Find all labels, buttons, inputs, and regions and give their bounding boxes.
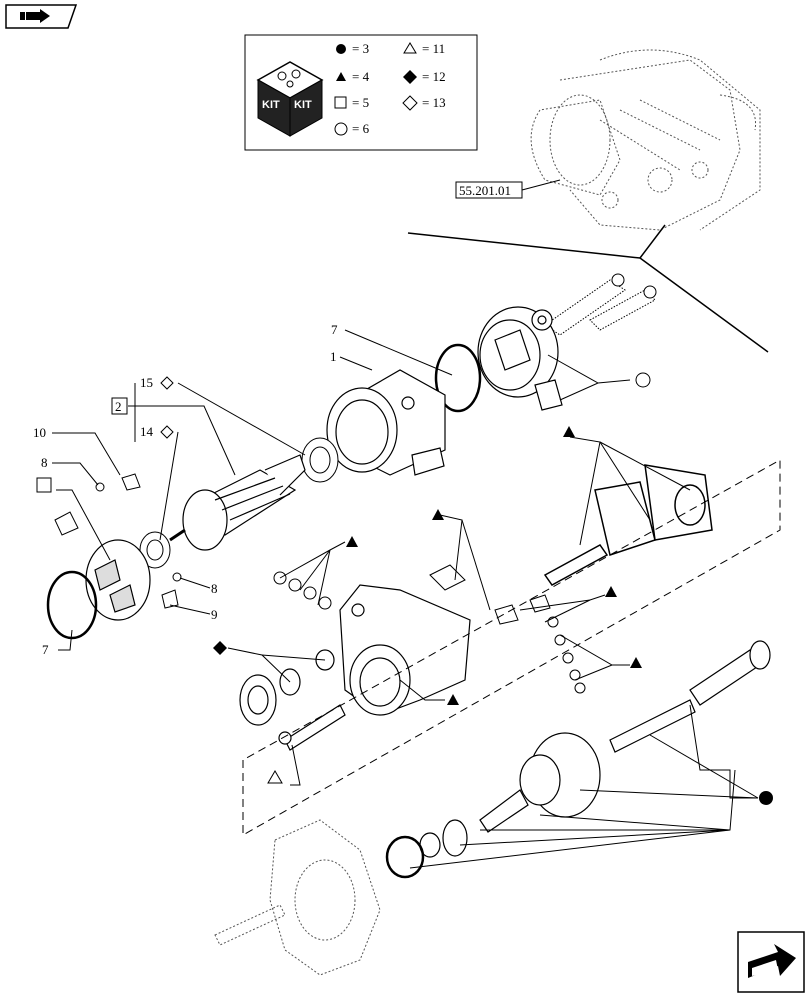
leader-lines bbox=[52, 329, 759, 869]
pinion-assembly-left bbox=[239, 649, 346, 751]
callout-symbols bbox=[36, 372, 773, 805]
triangle-callout-icon bbox=[346, 536, 358, 547]
legend-text-11: = 11 bbox=[422, 41, 445, 56]
contact-cover bbox=[543, 464, 713, 586]
legend-diamond-filled-icon bbox=[403, 70, 417, 84]
callout-15: 15 bbox=[140, 375, 153, 390]
back-arrow-icon[interactable] bbox=[5, 4, 78, 29]
callout-10: 10 bbox=[33, 425, 46, 440]
reference-label: 55.201.01 bbox=[459, 183, 511, 198]
legend-triangle-filled-icon bbox=[336, 72, 346, 81]
forward-arrow-icon[interactable] bbox=[737, 931, 805, 993]
triangle-callout-icon bbox=[447, 694, 459, 705]
through-bolts bbox=[544, 273, 657, 336]
drive-housing bbox=[339, 584, 471, 716]
front-housing-context bbox=[214, 819, 381, 976]
o-ring-upper bbox=[434, 343, 482, 413]
callout-14: 14 bbox=[140, 424, 154, 439]
legend-text-6: = 6 bbox=[352, 121, 370, 136]
callout-7-upper: 7 bbox=[331, 322, 338, 337]
legend-circle-icon bbox=[334, 122, 348, 136]
legend-triangle-open-icon bbox=[403, 42, 417, 54]
callout-8-right: 8 bbox=[211, 581, 218, 596]
square-callout-icon bbox=[36, 477, 52, 493]
drive-shaft-assembly bbox=[385, 640, 771, 879]
triangle-callout-icon bbox=[432, 509, 444, 520]
small-parts-left bbox=[54, 473, 182, 609]
legend-text-12: = 12 bbox=[422, 69, 446, 84]
triangle-callout-icon bbox=[630, 657, 642, 668]
brush-holder bbox=[85, 539, 151, 621]
legend-text-13: = 13 bbox=[422, 95, 446, 110]
diamond-open-callout-icon bbox=[160, 425, 174, 439]
legend-text-3: = 3 bbox=[352, 41, 369, 56]
dashed-group-frame bbox=[242, 459, 781, 836]
callout-2: 2 bbox=[115, 399, 122, 414]
o-ring-lower bbox=[46, 570, 98, 640]
kit-box-icon: KIT KIT bbox=[256, 61, 324, 137]
legend-square-icon bbox=[334, 96, 347, 109]
diamond-open-callout-icon bbox=[160, 376, 174, 390]
kit-label-left: KIT bbox=[262, 99, 280, 111]
triangle-callout-icon bbox=[605, 586, 617, 597]
square-callout-2 bbox=[111, 397, 128, 415]
diamond-callout-icon bbox=[213, 641, 227, 655]
triangle-callout-icon bbox=[563, 426, 575, 437]
rear-cover bbox=[477, 306, 563, 411]
kit-label-right: KIT bbox=[294, 99, 312, 111]
yoke-housing bbox=[326, 369, 446, 476]
callout-8-left: 8 bbox=[41, 455, 48, 470]
legend-dot-icon bbox=[336, 44, 346, 54]
callout-7-lower: 7 bbox=[42, 642, 49, 657]
bearing-15 bbox=[301, 437, 339, 483]
legend-text-4: = 4 bbox=[352, 69, 370, 84]
legend-box: KIT KIT = 3 = 4 = 5 = 6 = 11 = 12 = 13 bbox=[244, 34, 478, 151]
bearing-14 bbox=[139, 531, 171, 569]
engine-context-illustration bbox=[530, 49, 761, 231]
callout-1: 1 bbox=[330, 349, 337, 364]
legend-diamond-open-icon bbox=[402, 95, 418, 111]
armature bbox=[169, 454, 306, 551]
legend-text-5: = 5 bbox=[352, 95, 369, 110]
dot-callout-icon bbox=[759, 791, 773, 805]
circle-callout-icon bbox=[635, 372, 651, 388]
triangle-open-callout-icon bbox=[267, 770, 283, 784]
callout-9: 9 bbox=[211, 607, 218, 622]
